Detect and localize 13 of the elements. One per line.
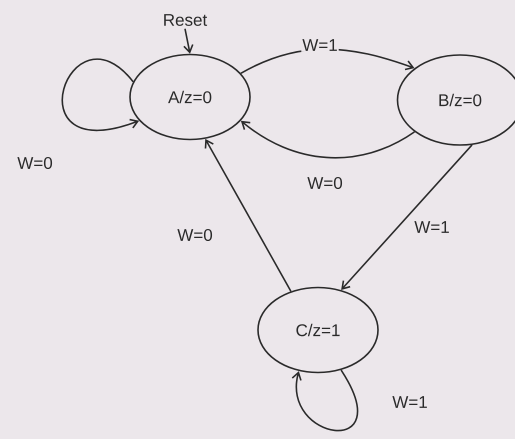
reset-label: Reset: [164, 14, 208, 26]
arrow: [62, 58, 140, 131]
edge-label: W=1: [391, 395, 429, 409]
arrow: [183, 28, 194, 54]
edge-label: W=1: [301, 38, 339, 52]
edge-label: W=0: [306, 176, 344, 190]
arrow: [204, 138, 292, 292]
edge-label: W=0: [176, 228, 214, 242]
arrow: [292, 370, 358, 432]
arrow: [341, 144, 473, 290]
edge-label: W=0: [16, 156, 54, 170]
arrow: [240, 120, 415, 158]
edge-label: W=1: [413, 220, 451, 234]
